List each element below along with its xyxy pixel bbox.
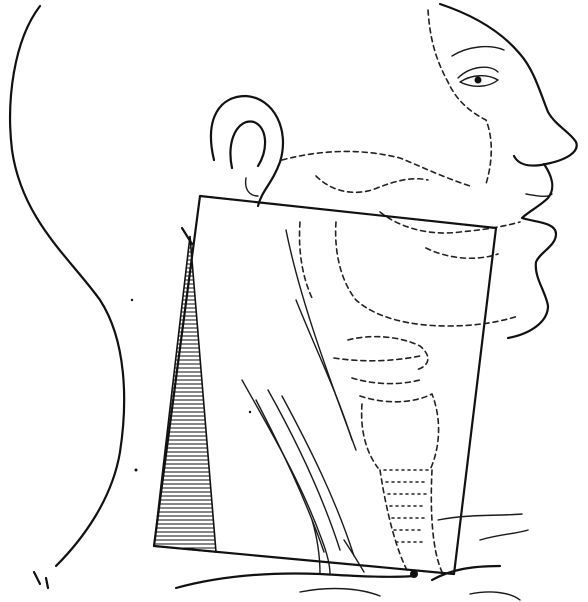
- head-neck-outline: [10, 6, 124, 566]
- larynx: [334, 337, 439, 470]
- ear: [211, 96, 283, 206]
- hatched-posterior-triangle: [140, 228, 230, 552]
- face-profile: [440, 4, 577, 338]
- sternocleidomastoid-muscle: [242, 230, 364, 574]
- skin-fold-mark: [34, 572, 48, 588]
- eye: [452, 47, 504, 87]
- skin-marks: [131, 299, 251, 472]
- trachea: [380, 470, 442, 572]
- mandible: [282, 10, 520, 326]
- resection-area-rectangle: [154, 196, 496, 574]
- clavicle: [176, 514, 528, 600]
